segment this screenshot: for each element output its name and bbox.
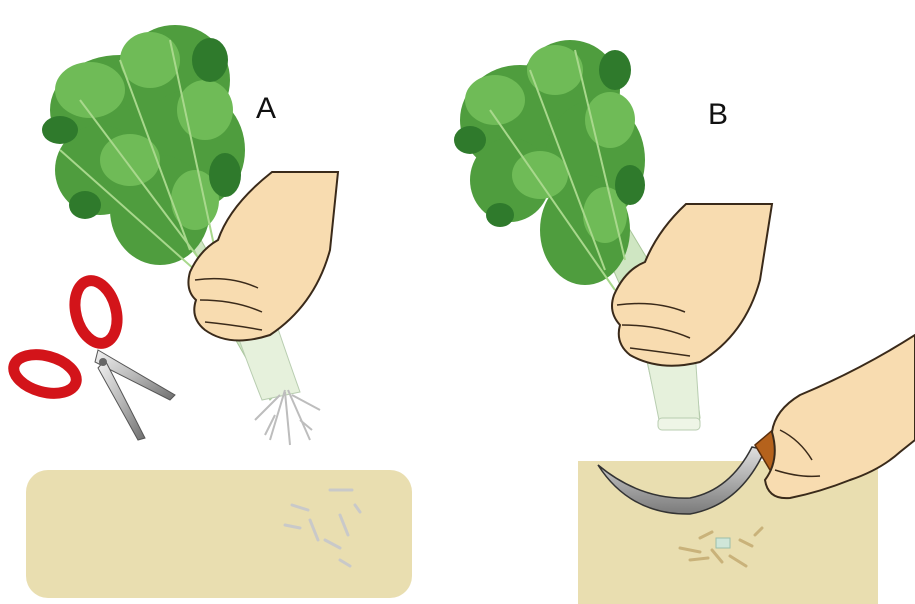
hand-b: [612, 204, 772, 366]
root-scraps-a: [285, 490, 360, 566]
sickle-icon: [598, 428, 790, 514]
panel-label-b: B: [708, 98, 728, 132]
hand-sickle: [765, 335, 915, 498]
scissors-icon: [9, 276, 175, 440]
panel-label-a: A: [256, 92, 276, 126]
stem-piece-b: [716, 538, 730, 548]
